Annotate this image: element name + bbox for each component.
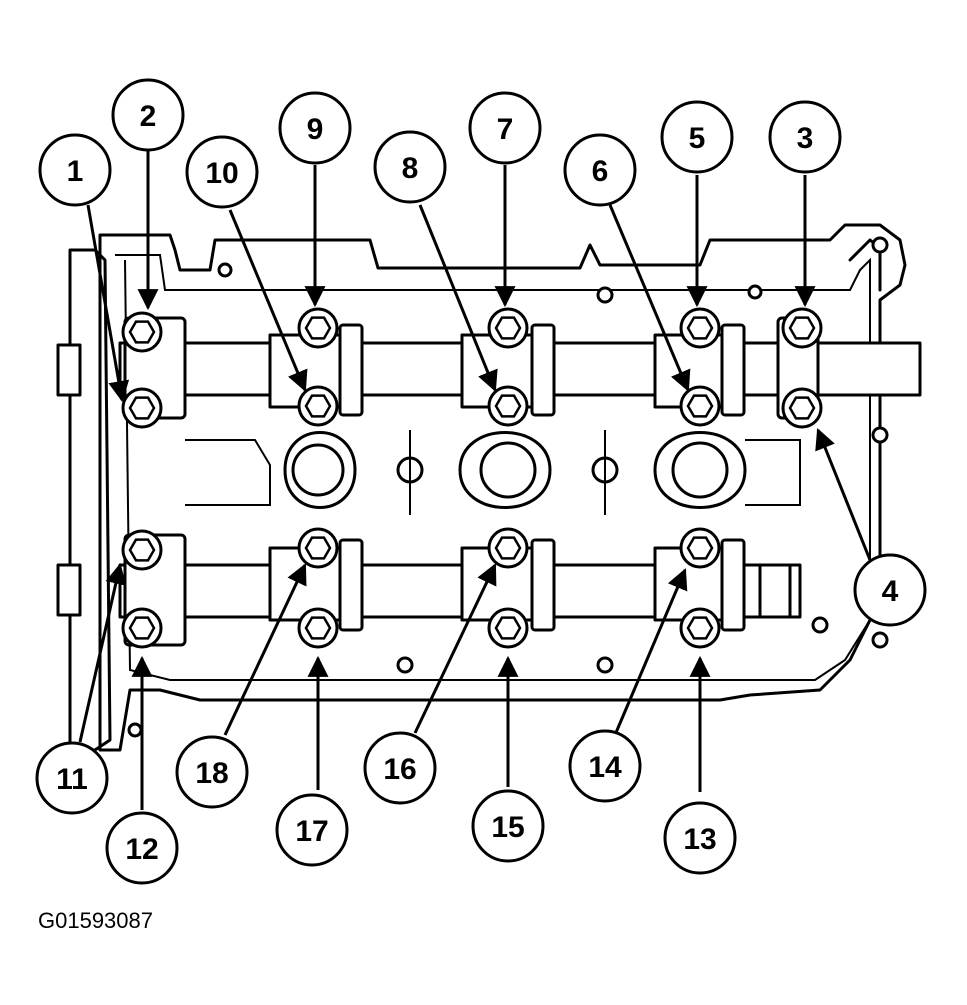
callout-15: 15 [471,789,545,863]
callout-5: 5 [660,100,734,174]
callout-12: 12 [105,811,179,885]
callout-13: 13 [663,801,737,875]
figure-id: G01593087 [38,908,153,933]
callout-8: 8 [373,130,447,204]
svg-text:2: 2 [140,100,157,133]
svg-text:17: 17 [295,815,328,848]
svg-text:13: 13 [683,823,716,856]
callout-7: 7 [468,91,542,165]
callout-14: 14 [568,729,642,803]
callout-10: 10 [185,135,259,209]
spark-plug-bores [185,430,801,515]
svg-text:15: 15 [491,811,524,844]
svg-text:9: 9 [307,113,324,146]
svg-text:1: 1 [67,155,84,188]
svg-text:6: 6 [592,155,609,188]
svg-text:16: 16 [383,753,416,786]
callout-17: 17 [275,793,349,867]
callout-6: 6 [563,133,637,207]
svg-text:18: 18 [195,757,228,790]
svg-text:12: 12 [125,833,158,866]
callout-1: 1 [38,133,112,207]
svg-text:5: 5 [689,122,706,155]
svg-text:11: 11 [56,763,88,796]
callout-18: 18 [175,735,249,809]
cylinder-head-outline [56,223,907,752]
svg-text:14: 14 [588,751,622,784]
callout-3: 3 [768,100,842,174]
svg-text:3: 3 [797,122,814,155]
callout-4: 4 [853,553,927,627]
callout-9: 9 [278,91,352,165]
callout-2: 2 [111,78,185,152]
callout-11: 11 [35,741,109,815]
callout-16: 16 [363,731,437,805]
svg-text:10: 10 [205,157,238,190]
svg-text:4: 4 [882,575,899,608]
leader-arrows [78,150,872,810]
svg-text:8: 8 [402,152,419,185]
svg-text:7: 7 [497,113,514,146]
